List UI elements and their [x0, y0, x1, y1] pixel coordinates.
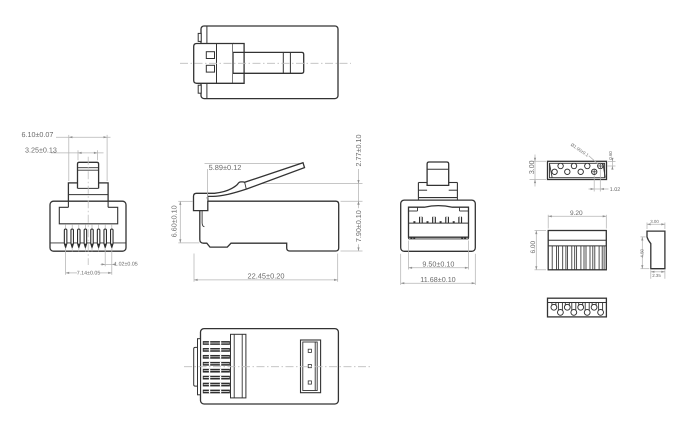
svg-text:3.00: 3.00: [650, 219, 659, 224]
svg-text:1.02±0.05: 1.02±0.05: [114, 262, 138, 268]
svg-text:11.68±0.10: 11.68±0.10: [420, 275, 455, 284]
svg-text:6.10±0.07: 6.10±0.07: [22, 130, 54, 139]
svg-text:9.20: 9.20: [570, 210, 583, 217]
svg-text:9.50±0.10: 9.50±0.10: [422, 259, 454, 268]
svg-text:3.00: 3.00: [529, 160, 536, 174]
svg-text:3.25±0.13: 3.25±0.13: [25, 146, 57, 155]
svg-text:7.14±0.05: 7.14±0.05: [77, 271, 101, 277]
svg-text:6.60±0.10: 6.60±0.10: [169, 205, 178, 237]
svg-text:6.00: 6.00: [530, 240, 537, 253]
svg-text:7.90±0.10: 7.90±0.10: [354, 210, 363, 242]
svg-text:5.89±0.12: 5.89±0.12: [209, 163, 242, 172]
svg-text:2.35: 2.35: [652, 273, 661, 278]
svg-text:4.50: 4.50: [639, 248, 644, 257]
svg-text:22.45±0.20: 22.45±0.20: [248, 271, 285, 280]
svg-text:0.60: 0.60: [608, 151, 613, 160]
svg-text:2.77±0.10: 2.77±0.10: [354, 135, 363, 167]
svg-text:1.02: 1.02: [610, 187, 621, 193]
